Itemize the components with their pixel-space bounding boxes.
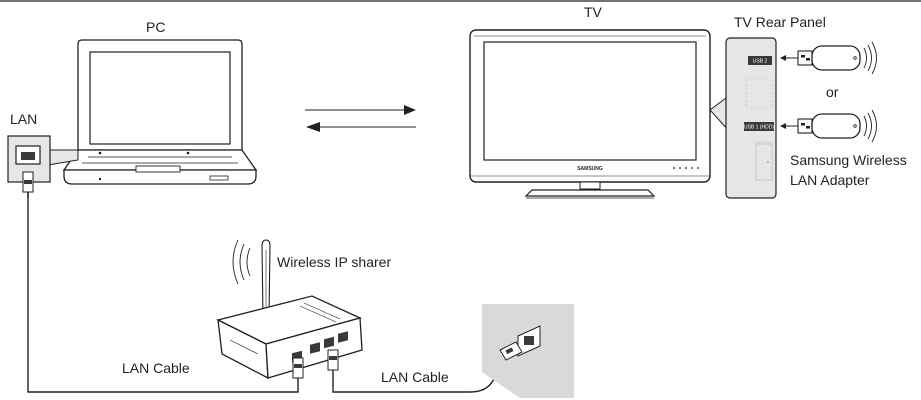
tv-rear-panel-label: TV Rear Panel bbox=[734, 14, 826, 30]
lan-cable-plug-router-right bbox=[327, 349, 339, 371]
pc-label: PC bbox=[146, 19, 166, 35]
wall-outlet-icon bbox=[482, 304, 574, 398]
wireless-ip-sharer-icon bbox=[216, 239, 363, 380]
lan-cable-plug-pc bbox=[22, 171, 34, 198]
tv-rear-panel bbox=[709, 37, 777, 199]
lan-cable-plug-router-left bbox=[292, 357, 304, 379]
usb-plug-arrow-bottom bbox=[780, 123, 798, 129]
lan-cable-label-left: LAN Cable bbox=[122, 360, 190, 376]
wireless-lan-adapter-icon-alt bbox=[797, 109, 877, 143]
tv-brand-logo: SAMSUNG bbox=[577, 166, 603, 172]
lan-cable-pc-to-router bbox=[27, 198, 299, 393]
lan-cable-plug-wall bbox=[499, 341, 523, 361]
data-transfer-arrows bbox=[305, 105, 416, 132]
wireless-lan-adapter-icon bbox=[797, 41, 877, 75]
tv-icon: SAMSUNG bbox=[469, 29, 711, 199]
tv-label: TV bbox=[584, 4, 602, 20]
usb-plug-arrow-top bbox=[780, 55, 798, 61]
lan-cable-label-right: LAN Cable bbox=[381, 369, 449, 385]
usb2-port-label: USB 2 bbox=[753, 59, 768, 65]
or-label: or bbox=[826, 84, 839, 100]
lan-label: LAN bbox=[10, 111, 38, 127]
usb2-port: USB 2 bbox=[748, 56, 772, 65]
usb1-hdd-port: USB 1 (HDD) bbox=[744, 122, 774, 131]
usb1-hdd-port-label: USB 1 (HDD) bbox=[744, 125, 774, 131]
samsung-adapter-label-line2: LAN Adapter bbox=[790, 172, 870, 188]
samsung-adapter-label-line1: Samsung Wireless bbox=[790, 152, 907, 168]
wireless-ip-sharer-label: Wireless IP sharer bbox=[277, 254, 392, 270]
laptop-icon bbox=[62, 39, 258, 185]
